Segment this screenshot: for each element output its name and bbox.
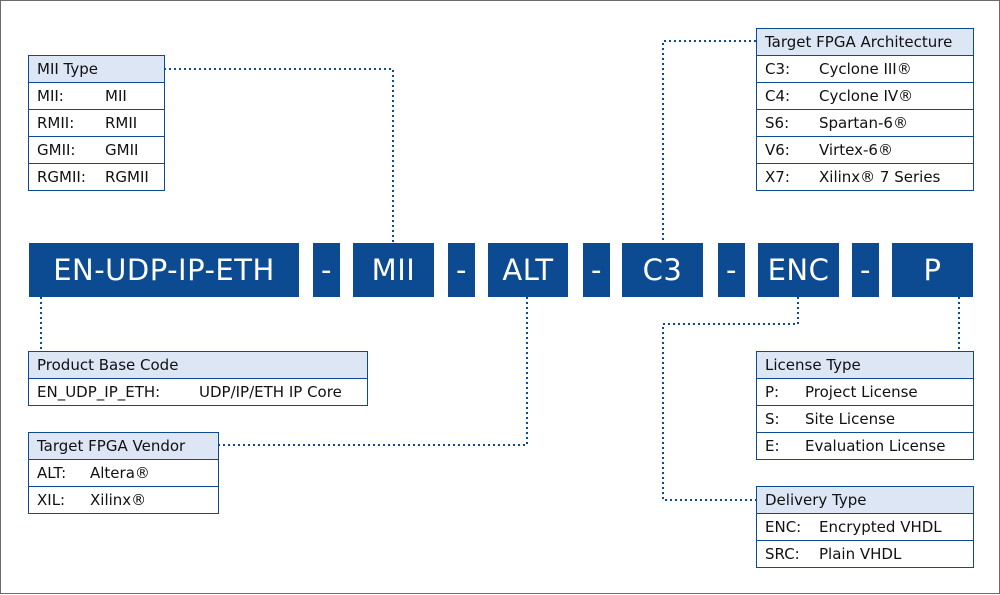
target-fpga-vendor-table: Target FPGA Vendor ALT: Altera® XIL: Xil… [28, 432, 219, 514]
table-title: Target FPGA Architecture [757, 29, 973, 56]
target-fpga-architecture-table: Target FPGA Architecture C3: Cyclone III… [756, 28, 974, 191]
code-separator: - [448, 243, 475, 297]
row-key: SRC: [765, 545, 800, 563]
row-key: S6: [765, 114, 790, 132]
table-row: C4: Cyclone IV® [757, 83, 973, 110]
table-title: Target FPGA Vendor [29, 433, 218, 460]
table-row: P: Project License [757, 379, 973, 406]
table-row: XIL: Xilinx® [29, 487, 218, 513]
row-key: C3: [765, 60, 791, 78]
row-value: Virtex-6® [819, 141, 893, 159]
row-value: Spartan-6® [819, 114, 908, 132]
code-box-arch: C3 [622, 243, 703, 297]
table-row: E: Evaluation License [757, 433, 973, 459]
row-value: Plain VHDL [819, 545, 902, 563]
table-row: X7: Xilinx® 7 Series [757, 164, 973, 190]
row-key: V6: [765, 141, 790, 159]
table-row: C3: Cyclone III® [757, 56, 973, 83]
table-row: V6: Virtex-6® [757, 137, 973, 164]
table-row: ALT: Altera® [29, 460, 218, 487]
row-value: Xilinx® [90, 491, 147, 509]
row-value: Site License [805, 410, 896, 428]
code-separator: - [313, 243, 340, 297]
code-separator: - [852, 243, 879, 297]
row-value: Cyclone IV® [819, 87, 914, 105]
connector-delivery [662, 297, 799, 501]
mii-type-table: MII Type MII: MII RMII: RMII GMII: GMII … [28, 55, 165, 191]
license-type-table: License Type P: Project License S: Site … [756, 351, 974, 460]
row-key: C4: [765, 87, 791, 105]
product-base-code-table: Product Base Code EN_UDP_IP_ETH: UDP/IP/… [28, 351, 368, 406]
table-row: RMII: RMII [29, 110, 164, 137]
table-row: S: Site License [757, 406, 973, 433]
row-key: X7: [765, 168, 790, 186]
code-box-delivery: ENC [758, 243, 839, 297]
code-separator: - [718, 243, 745, 297]
table-row: S6: Spartan-6® [757, 110, 973, 137]
code-box-vendor: ALT [488, 243, 568, 297]
row-value: Project License [805, 383, 918, 401]
connector-arch [662, 40, 756, 243]
connector-mii [164, 68, 394, 243]
row-key: XIL: [37, 491, 66, 509]
code-separator: - [583, 243, 610, 297]
table-row: MII: MII [29, 83, 164, 110]
table-title: License Type [757, 352, 973, 379]
table-row: GMII: GMII [29, 137, 164, 164]
row-value: RGMII [105, 168, 149, 186]
delivery-type-table: Delivery Type ENC: Encrypted VHDL SRC: P… [756, 486, 974, 568]
row-value: MII [105, 87, 127, 105]
row-value: GMII [105, 141, 139, 159]
row-key: MII: [37, 87, 64, 105]
table-row: RGMII: RGMII [29, 164, 164, 190]
code-box-mii: MII [353, 243, 434, 297]
table-title: Delivery Type [757, 487, 973, 514]
row-value: Encrypted VHDL [819, 518, 942, 536]
table-row: EN_UDP_IP_ETH: UDP/IP/ETH IP Core [29, 379, 367, 405]
row-key: GMII: [37, 141, 76, 159]
row-key: P: [765, 383, 780, 401]
row-key: EN_UDP_IP_ETH: [37, 383, 161, 401]
code-box-base: EN-UDP-IP-ETH [29, 243, 299, 297]
row-key: E: [765, 437, 780, 455]
row-value: Xilinx® 7 Series [819, 168, 941, 186]
row-value: Altera® [90, 464, 150, 482]
row-value: Evaluation License [805, 437, 946, 455]
row-value: RMII [105, 114, 138, 132]
row-value: Cyclone III® [819, 60, 912, 78]
row-key: RGMII: [37, 168, 86, 186]
row-key: RMII: [37, 114, 75, 132]
row-key: ENC: [765, 518, 802, 536]
table-title: MII Type [29, 56, 164, 83]
table-row: SRC: Plain VHDL [757, 541, 973, 567]
table-row: ENC: Encrypted VHDL [757, 514, 973, 541]
row-key: ALT: [37, 464, 67, 482]
row-value: UDP/IP/ETH IP Core [199, 383, 342, 401]
code-box-license: P [892, 243, 973, 297]
row-key: S: [765, 410, 780, 428]
table-title: Product Base Code [29, 352, 367, 379]
